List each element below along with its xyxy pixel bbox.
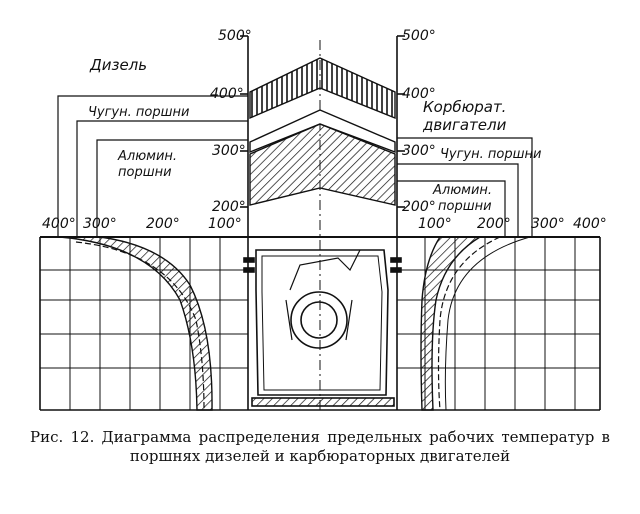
- label-alum-left-2: поршни: [118, 165, 172, 180]
- label-cast-iron-left: Чугун. поршни: [88, 105, 189, 120]
- left-temperature-band: [59, 236, 213, 411]
- tick-top-left-500: 500°: [218, 28, 252, 44]
- diagram-svg: 500° 500° 400° 400° 300° 300° 200° 200° …: [39, 28, 607, 411]
- piston-temperature-diagram: 500° 500° 400° 400° 300° 300° 200° 200° …: [39, 28, 607, 411]
- piston-drawing: [243, 249, 402, 407]
- tick-left-100: 100°: [208, 216, 242, 232]
- leader-cast-iron-right: [397, 137, 533, 237]
- tick-right-100: 100°: [418, 216, 452, 232]
- tick-top-right-200: 200°: [402, 199, 436, 215]
- tick-left-200: 200°: [146, 216, 180, 232]
- left-grid: [40, 237, 248, 410]
- tick-top-right-300: 300°: [402, 143, 436, 159]
- label-alum-left-1: Алюмин.: [117, 149, 177, 164]
- tick-left-400: 400°: [42, 216, 76, 232]
- cast-iron-band: [249, 57, 396, 120]
- label-carb-1: Корбюрат.: [423, 98, 506, 116]
- tick-right-400: 400°: [573, 216, 607, 232]
- leader-alum-right: [397, 180, 506, 237]
- tick-top-right-500: 500°: [402, 28, 436, 44]
- figure-caption: Рис. 12. Диаграмма распределения предель…: [30, 428, 610, 465]
- tick-top-left-200: 200°: [212, 199, 246, 215]
- tick-top-left-400: 400°: [210, 86, 244, 102]
- right-temperature-band: [420, 236, 483, 411]
- leader-cast-iron-left: [57, 95, 248, 237]
- label-alum-right-1: Алюмин.: [432, 183, 492, 198]
- label-diesel: Дизель: [89, 56, 147, 74]
- tick-left-300: 300°: [83, 216, 117, 232]
- tick-top-right-400: 400°: [402, 86, 436, 102]
- aluminum-band: [249, 123, 396, 206]
- tick-right-200: 200°: [477, 216, 511, 232]
- label-alum-right-2: поршни: [438, 199, 492, 214]
- leader-alum-left: [96, 139, 248, 237]
- label-carb-2: двигатели: [422, 116, 507, 134]
- tick-right-300: 300°: [531, 216, 565, 232]
- tick-top-left-300: 300°: [212, 143, 246, 159]
- label-cast-iron-right: Чугун. поршни: [440, 147, 541, 162]
